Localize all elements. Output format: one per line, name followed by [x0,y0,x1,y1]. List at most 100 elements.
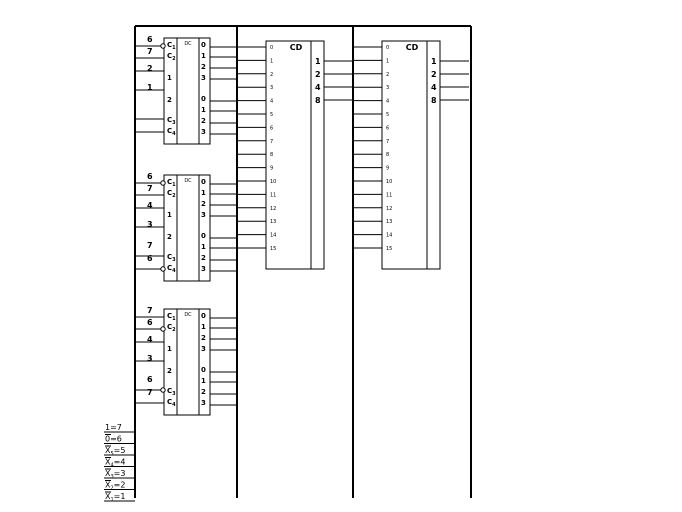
encoder-input-label: 12 [386,206,392,212]
inversion-bubble [160,387,166,393]
legend-subscript: 3 [110,474,113,480]
decoder-input-label: 3 [147,354,153,363]
decoder-pin-label: C3 [167,116,176,126]
pin-subscript: 4 [172,402,176,408]
decoder-output-label-a: 2 [201,334,206,342]
legend-item: 1=7 [104,423,135,433]
encoder-group: CD01234567891011121314151248CD0123456789… [237,40,469,270]
decoder-title: DC [184,41,192,47]
decoder-input-label: 2 [147,64,153,73]
encoder-output-label: 4 [431,83,437,92]
decoder-pin-label: C4 [167,398,176,408]
decoder-pin-label: 1 [167,345,172,353]
decoder-input-label: 7 [147,241,153,250]
decoder-input-label: 1 [147,83,153,92]
encoder-input-label: 2 [386,72,389,78]
encoder-output-label: 8 [431,96,437,105]
decoder-input-label: 7 [147,184,153,193]
legend-equals: =4 [114,458,126,467]
decoder-output-label-b: 0 [201,95,206,103]
decoder-output-label-b: 3 [201,128,206,136]
encoder-input-label: 15 [270,246,276,252]
decoder-output-label-b: 2 [201,388,206,396]
encoder-input-label: 10 [386,179,392,185]
decoder-body [163,308,211,416]
encoder-input-label: 1 [386,58,389,64]
encoder-input-label: 6 [386,125,389,131]
pin-subscript: 3 [172,257,176,263]
decoder-title: DC [184,312,192,318]
decoder-input-label: 7 [147,306,153,315]
pin-subscript: 1 [172,316,176,322]
decoder-pin-label: C3 [167,253,176,263]
decoder-input-label: 7 [147,47,153,56]
pin-subscript: 3 [172,391,176,397]
decoder-pin-label: 2 [167,96,172,104]
decoder-output-label-b: 0 [201,232,206,240]
encoder-input-label: 4 [270,99,273,105]
decoder-output-label-a: 3 [201,74,206,82]
decoder-input-label: 4 [147,201,153,210]
decoder-pin-label: C2 [167,323,176,333]
encoder-input-label: 14 [386,233,392,239]
pin-subscript: 1 [172,45,176,51]
decoder-output-label-a: 1 [201,323,206,331]
decoder-pin-label: C4 [167,127,176,137]
encoder-input-label: 5 [386,112,389,118]
encoder-input-label: 6 [270,125,273,131]
decoder-output-label-b: 0 [201,366,206,374]
decoder-pin-label: 2 [167,367,172,375]
legend-item: 0=6 [104,434,135,444]
encoder-output-label: 4 [315,83,321,92]
encoder-title: CD [290,43,303,52]
decoder-output-label-a: 1 [201,189,206,197]
decoder-output-label-a: 1 [201,52,206,60]
decoder-output-label-b: 1 [201,377,206,385]
decoder-input-label: 3 [147,220,153,229]
decoder-output-label-a: 2 [201,63,206,71]
inversion-bubble [160,180,166,186]
legend-equals: =3 [114,469,126,478]
decoder-title: DC [184,178,192,184]
encoder-input-label: 1 [270,58,273,64]
decoder-pin-label: C1 [167,178,176,188]
decoder-output-label-b: 2 [201,254,206,262]
inversion-bubble [160,43,166,49]
decoder-input-label: 6 [147,254,153,263]
decoder-input-label: 7 [147,388,153,397]
legend-item: X2=2 [104,480,135,492]
legend-signal-name: 0=6 [105,435,122,444]
encoder-input-label: 8 [386,152,389,158]
legend-subscript: 1 [110,497,113,503]
decoder-pin-label: C2 [167,189,176,199]
encoder-input-label: 11 [386,192,392,198]
encoder-input-label: 5 [270,112,273,118]
legend-signal-name: X5=5 [105,446,125,457]
decoder-output-label-b: 1 [201,243,206,251]
legend-signal-name: X3=3 [105,469,125,480]
encoder-input-label: 9 [270,166,273,172]
decoder-input-label: 4 [147,335,153,344]
decoder-output-label-b: 2 [201,117,206,125]
encoder-output-label: 2 [315,70,321,79]
pin-subscript: 4 [172,131,176,137]
legend-item: X5=5 [104,445,135,457]
decoder-body [163,37,211,145]
encoder-input-label: 13 [270,219,276,225]
legend-signal-name: X4=4 [105,458,125,469]
decoder-input-label: 6 [147,172,153,181]
encoder-input-label: 4 [386,99,389,105]
encoder-title: CD [406,43,419,52]
encoder-input-label: 13 [386,219,392,225]
encoder-input-label: 14 [270,233,276,239]
decoder-pin-label: 1 [167,211,172,219]
decoder-body [163,174,211,282]
legend-subscript: 4 [110,463,113,469]
legend-subscript: 2 [110,486,113,492]
decoder-output-label-a: 2 [201,200,206,208]
encoder-input-label: 2 [270,72,273,78]
